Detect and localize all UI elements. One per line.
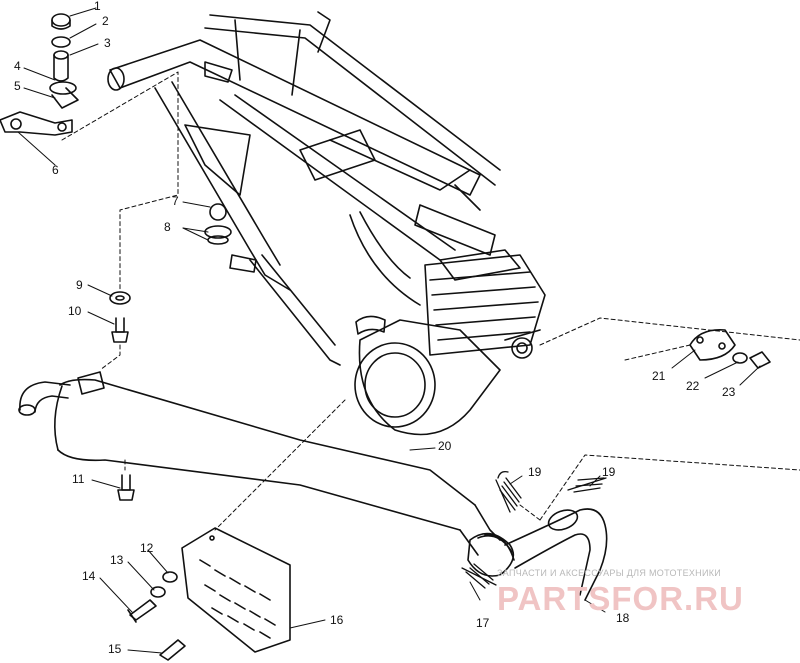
callout-23: 23	[722, 385, 736, 399]
callout-3: 3	[104, 36, 111, 50]
callout-15: 15	[108, 642, 122, 656]
callout-12: 12	[140, 541, 154, 555]
callout-19-right: 19	[602, 465, 616, 479]
watermark-tagline: ЗАПЧАСТИ И АКСЕССУАРЫ ДЛЯ МОТОТЕХНИКИ	[497, 568, 722, 578]
frame	[107, 11, 501, 366]
muffler	[18, 371, 608, 601]
heat-shield	[181, 527, 291, 653]
exhaust-flange	[689, 328, 771, 369]
callout-1: 1	[94, 0, 101, 13]
bolts-left	[109, 291, 135, 501]
reference-lines	[61, 71, 800, 531]
callout-4: 4	[14, 59, 21, 73]
top-hardware-stack	[0, 13, 79, 136]
callout-2: 2	[102, 14, 109, 28]
callout-17: 17	[476, 616, 490, 630]
callout-6: 6	[52, 163, 59, 177]
watermark-logo: PARTSFOR.RU	[497, 580, 744, 617]
callout-14: 14	[82, 569, 96, 583]
springs	[461, 470, 607, 589]
callout-5: 5	[14, 79, 21, 93]
callout-21: 21	[652, 369, 666, 383]
callout-22: 22	[686, 379, 700, 393]
callout-18: 18	[616, 611, 630, 625]
callout-13: 13	[110, 553, 124, 567]
callout-8: 8	[164, 220, 171, 234]
shield-hardware	[127, 571, 186, 661]
engine	[354, 249, 546, 436]
callout-9: 9	[76, 278, 83, 292]
callout-11: 11	[72, 472, 85, 486]
callout-7: 7	[172, 194, 179, 208]
leader-lines	[17, 7, 761, 654]
callout-19-left: 19	[528, 465, 542, 479]
callout-20: 20	[438, 439, 452, 453]
callout-10: 10	[68, 304, 82, 318]
callout-16: 16	[330, 613, 344, 627]
